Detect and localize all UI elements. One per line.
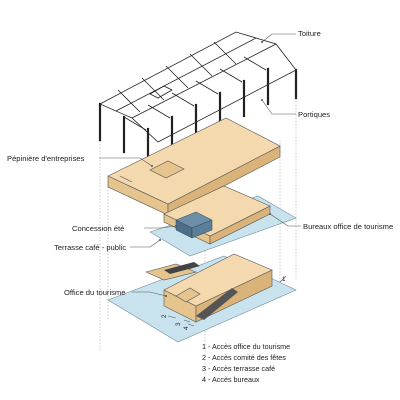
label-concession: Concession été (72, 224, 124, 233)
access-marker-3: 3 (175, 319, 191, 326)
svg-text:2: 2 (161, 314, 168, 318)
svg-text:4: 4 (183, 326, 190, 330)
legend-item: 4 - Accès bureaux (202, 375, 260, 384)
roof-skylight (149, 85, 173, 99)
legend-item: 3 - Accès terrasse café (202, 364, 275, 373)
label-portiques: Portiques (298, 110, 330, 119)
access-marker-1: 1 (279, 275, 287, 283)
component-labels: Toiture Portiques Pépinière d'entreprise… (7, 29, 393, 297)
access-marker-4: 4 (183, 323, 195, 330)
label-terrasse: Terrasse café - public (54, 243, 126, 252)
label-office: Office du tourisme (64, 288, 125, 297)
access-legend: 1 - Accès office du tourisme 2 - Accès c… (202, 342, 290, 384)
pepiniere-volume (107, 117, 281, 216)
access-markers: 1 2 3 4 (161, 275, 287, 330)
office-level (107, 253, 297, 343)
legend-item: 2 - Accès comité des fêtes (202, 353, 286, 362)
concession-block (175, 211, 213, 239)
legend-item: 1 - Accès office du tourisme (202, 342, 290, 351)
svg-text:3: 3 (175, 322, 182, 326)
label-bureaux: Bureaux office de tourisme (303, 222, 393, 231)
label-pepiniere: Pépinière d'entreprises (7, 154, 85, 163)
svg-text:1: 1 (282, 276, 286, 283)
access-marker-2: 2 (161, 314, 177, 319)
stair (196, 288, 238, 320)
label-toiture: Toiture (298, 29, 321, 38)
concession-level (149, 185, 297, 257)
leader-lines (99, 33, 301, 297)
